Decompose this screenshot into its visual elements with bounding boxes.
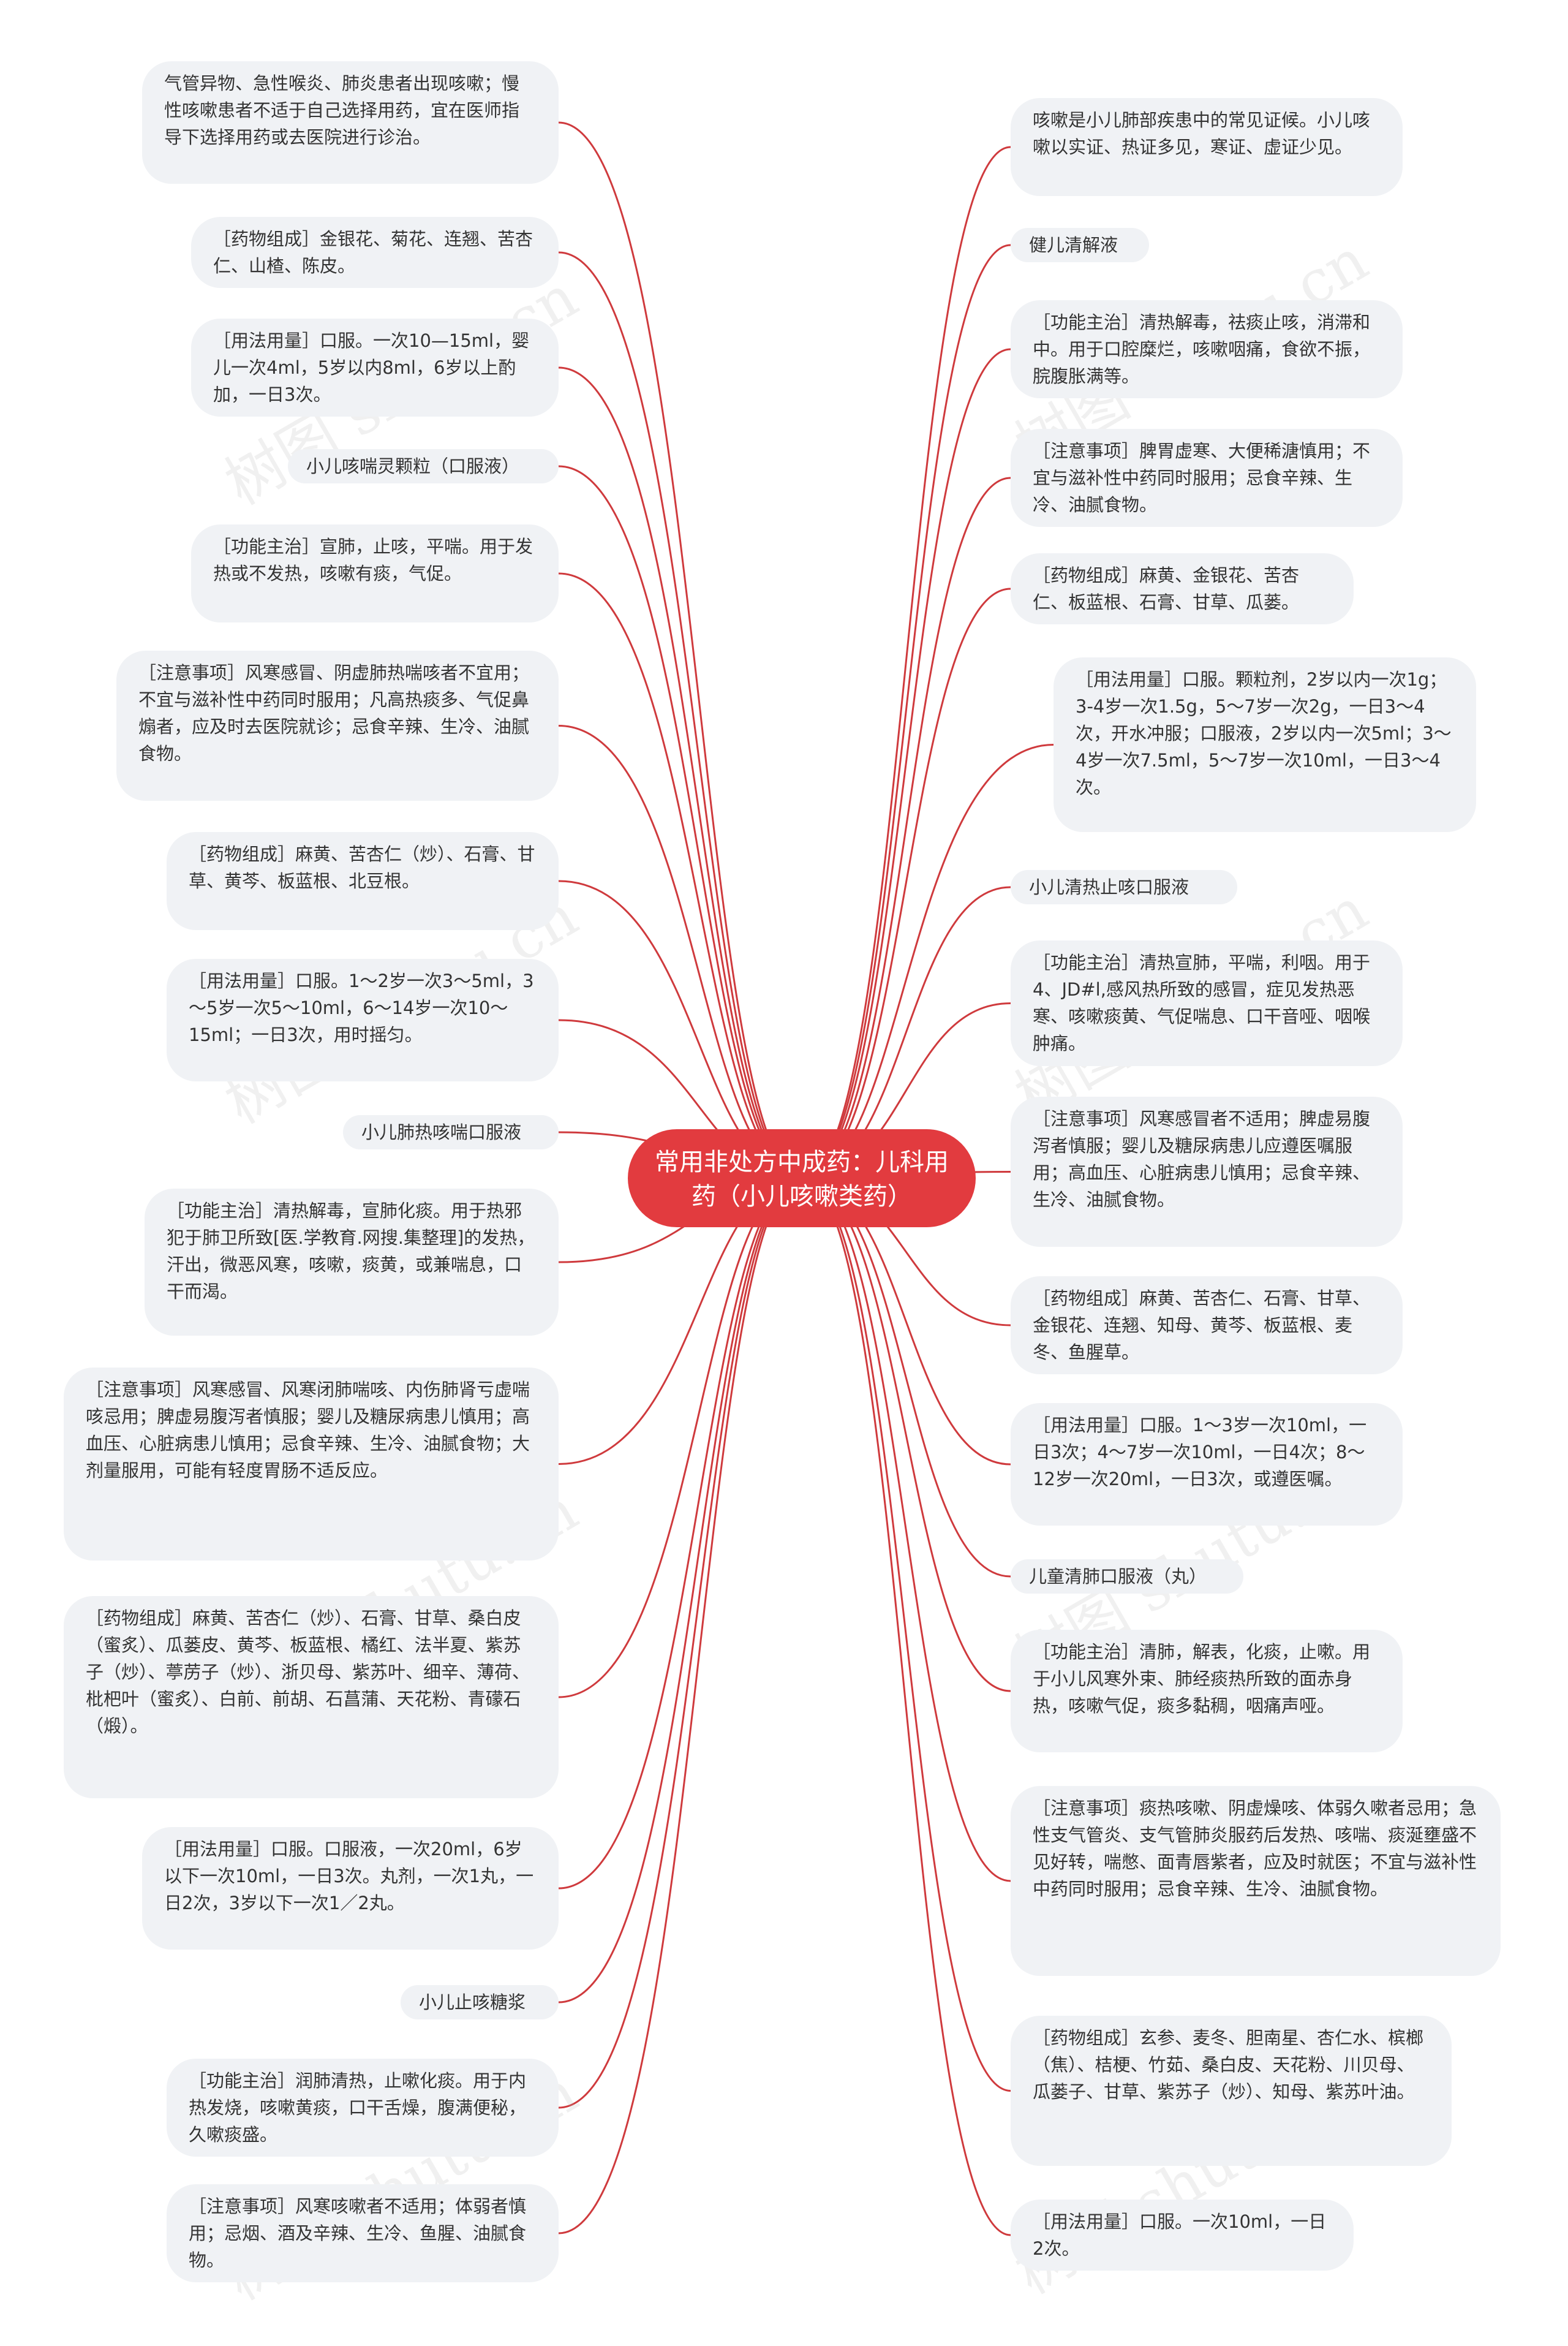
central-topic[interactable]: 常用非处方中成药：儿科用药（小儿咳嗽类药）	[628, 1129, 976, 1227]
connector-line	[801, 1177, 1011, 1578]
right-topic-node[interactable]: ［注意事项］风寒感冒者不适用；脾虚易腹泻者慎服；婴儿及糖尿病患儿应遵医嘱服用；高…	[1011, 1097, 1403, 1247]
right-topic-node[interactable]: ［药物组成］玄参、麦冬、胆南星、杏仁水、槟榔（焦）、桔梗、竹茹、桑白皮、天花粉、…	[1011, 2016, 1452, 2166]
right-topic-node[interactable]: ［功能主治］清热解毒，祛痰止咳，消滞和中。用于口腔糜烂，咳嗽咽痛，食欲不振，脘腹…	[1011, 300, 1403, 398]
right-topic-node[interactable]: 咳嗽是小儿肺部疾患中的常见证候。小儿咳嗽以实证、热证多见，寒证、虚证少见。	[1011, 98, 1403, 196]
left-topic-node[interactable]: ［功能主治］清热解毒，宣肺化痰。用于热邪犯于肺卫所致[医.学教育.网搜.集整理]…	[145, 1189, 559, 1336]
right-topic-node[interactable]: ［注意事项］痰热咳嗽、阴虚燥咳、体弱久嗽者忌用；急性支气管炎、支气管肺炎服药后发…	[1011, 1786, 1501, 1976]
connector-line	[801, 1177, 1011, 2092]
left-topic-node[interactable]: ［药物组成］麻黄、苦杏仁（炒）、石膏、甘草、桑白皮（蜜炙）、瓜蒌皮、黄芩、板蓝根…	[64, 1596, 559, 1798]
connector-line	[558, 366, 802, 1179]
left-topic-node[interactable]: ［用法用量］口服。口服液，一次20ml，6岁以下一次10ml，一日3次。丸剂，一…	[142, 1827, 559, 1950]
connector-line	[558, 725, 802, 1179]
right-topic-node[interactable]: ［用法用量］口服。一次10ml，一日2次。	[1011, 2200, 1354, 2271]
connector-line	[801, 1177, 1011, 2236]
right-topic-node[interactable]: ［药物组成］麻黄、苦杏仁、石膏、甘草、金银花、连翘、知母、黄芩、板蓝根、麦冬、鱼…	[1011, 1276, 1403, 1374]
connector-line	[801, 1177, 1011, 1882]
right-topic-node[interactable]: ［注意事项］脾胃虚寒、大便稀溏慎用；不宜与滋补性中药同时服用；忌食辛辣、生冷、油…	[1011, 429, 1403, 527]
left-topic-node[interactable]: 气管异物、急性喉炎、肺炎患者出现咳嗽；慢性咳嗽患者不适于自己选择用药，宜在医师指…	[142, 61, 559, 184]
left-topic-node[interactable]: ［注意事项］风寒感冒、风寒闭肺喘咳、内伤肺肾亏虚喘咳忌用；脾虚易腹泻者慎服；婴儿…	[64, 1368, 559, 1561]
connector-line	[801, 1177, 1011, 1692]
left-topic-node[interactable]: ［用法用量］口服。1～2岁一次3～5ml，3～5岁一次5～10ml，6～14岁一…	[167, 959, 559, 1081]
connector-line	[558, 1177, 802, 2234]
left-topic-node[interactable]: ［注意事项］风寒感冒、阴虚肺热喘咳者不宜用；不宜与滋补性中药同时服用；凡高热痰多…	[116, 651, 559, 801]
connector-line	[558, 572, 802, 1179]
right-topic-node[interactable]: ［功能主治］清热宣肺，平喘，利咽。用于4、JD#l,感风热所致的感冒，症见发热恶…	[1011, 940, 1403, 1066]
left-topic-node[interactable]: ［药物组成］金银花、菊花、连翘、苦杏仁、山楂、陈皮。	[191, 217, 559, 288]
connector-line	[801, 477, 1011, 1179]
left-topic-label[interactable]: 小儿止咳糖浆	[401, 1985, 559, 2019]
connector-line	[558, 1177, 802, 1890]
connector-line	[558, 465, 802, 1179]
connector-line	[558, 121, 802, 1179]
connector-line	[558, 1177, 802, 2109]
right-topic-node[interactable]: ［用法用量］口服。颗粒剂，2岁以内一次1g；3-4岁一次1.5g，5～7岁一次2…	[1054, 657, 1476, 832]
right-topic-label[interactable]: 小儿清热止咳口服液	[1011, 870, 1237, 904]
left-topic-node[interactable]: ［功能主治］宣肺，止咳，平喘。用于发热或不发热，咳嗽有痰，气促。	[191, 524, 559, 622]
connector-line	[801, 244, 1011, 1179]
left-topic-label[interactable]: 小儿肺热咳喘口服液	[343, 1115, 559, 1149]
right-topic-node[interactable]: ［用法用量］口服。1～3岁一次10ml，一日3次；4～7岁一次10ml，一日4次…	[1011, 1403, 1403, 1526]
connector-line	[801, 146, 1011, 1179]
left-topic-node[interactable]: ［药物组成］麻黄、苦杏仁（炒）、石膏、甘草、黄芩、板蓝根、北豆根。	[167, 832, 559, 930]
left-topic-node[interactable]: ［注意事项］风寒咳嗽者不适用；体弱者慎用；忌烟、酒及辛辣、生冷、鱼腥、油腻食物。	[167, 2184, 559, 2282]
right-topic-label[interactable]: 健儿清解液	[1011, 228, 1149, 262]
connector-line	[801, 348, 1011, 1179]
left-topic-label[interactable]: 小儿咳喘灵颗粒（口服液）	[288, 449, 559, 483]
right-topic-label[interactable]: 儿童清肺口服液（丸）	[1011, 1559, 1243, 1594]
right-topic-node[interactable]: ［功能主治］清肺，解表，化痰，止嗽。用于小儿风寒外束、肺经痰热所致的面赤身热，咳…	[1011, 1630, 1403, 1752]
connector-line	[558, 1177, 802, 1698]
left-topic-node[interactable]: ［用法用量］口服。一次10—15ml，婴儿一次4ml，5岁以内8ml，6岁以上酌…	[191, 319, 559, 417]
right-topic-node[interactable]: ［药物组成］麻黄、金银花、苦杏仁、板蓝根、石膏、甘草、瓜蒌。	[1011, 553, 1354, 624]
connector-line	[558, 1177, 802, 2004]
connector-line	[558, 251, 802, 1179]
left-topic-node[interactable]: ［功能主治］润肺清热，止嗽化痰。用于内热发烧，咳嗽黄痰，口干舌燥，腹满便秘，久嗽…	[167, 2059, 559, 2157]
